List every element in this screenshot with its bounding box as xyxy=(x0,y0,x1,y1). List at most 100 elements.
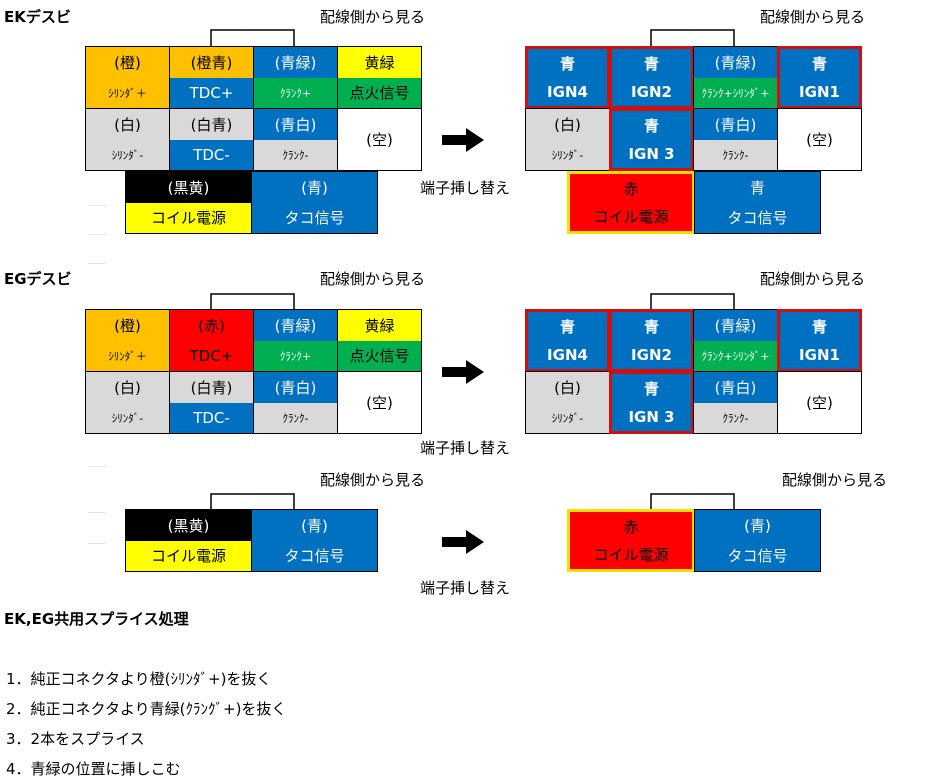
view-label: 配線側から見る xyxy=(320,471,426,489)
pin-color-label: 赤 xyxy=(570,512,692,541)
pin-function-label: TDC+ xyxy=(170,340,253,371)
pin-color-label: (青白) xyxy=(694,372,777,403)
connector-pin: (橙)ｼﾘﾝﾀﾞ＋ xyxy=(85,309,170,372)
view-label: 配線側から見る xyxy=(760,270,866,288)
connector-pin: (青白)ｸﾗﾝｸ- xyxy=(693,371,778,434)
pin-function-label: ｸﾗﾝｸ- xyxy=(254,139,337,170)
connector-pin: 青タコ信号 xyxy=(694,171,821,234)
connector-pin: (青緑)ｸﾗﾝｸ+ xyxy=(253,309,338,372)
pin-function-label: ｼﾘﾝﾀﾞ- xyxy=(86,402,169,433)
pin-color-label: (白青) xyxy=(170,372,253,403)
pin-color-label: 青 xyxy=(612,49,691,78)
pin-color-label: (青白) xyxy=(254,372,337,403)
pin-function-label: IGN4 xyxy=(528,77,607,106)
pin-function-label: TDC+ xyxy=(170,77,253,108)
pin-color-label: (青緑) xyxy=(254,310,337,341)
pin-color-label: 赤 xyxy=(570,174,692,203)
pin-color-label: (空) xyxy=(338,372,421,433)
pin-function-label: ｸﾗﾝｸ+ xyxy=(254,340,337,371)
pin-color-label: (白) xyxy=(526,109,609,140)
pin-function-label: コイル電源 xyxy=(570,202,692,231)
pin-color-label: (青) xyxy=(695,510,820,541)
pin-color-label: (空) xyxy=(338,109,421,170)
pin-color-label: (空) xyxy=(778,372,861,433)
connector-pin: (空) xyxy=(777,108,862,171)
pin-color-label: (橙) xyxy=(86,47,169,78)
connector-pin: (赤)TDC+ xyxy=(169,309,254,372)
connector-pin: (青緑)ｸﾗﾝｸ+ xyxy=(253,46,338,109)
pin-function-label: ｼﾘﾝﾀﾞ＋ xyxy=(86,340,169,371)
pin-color-label: 黄緑 xyxy=(338,47,421,78)
connector-pin: (青)タコ信号 xyxy=(251,509,378,572)
pin-function-label: TDC- xyxy=(170,402,253,433)
pin-function-label: タコ信号 xyxy=(695,202,820,233)
pin-color-label: (青) xyxy=(252,510,377,541)
pin-function-label: IGN 3 xyxy=(612,402,691,431)
pin-function-label: ｸﾗﾝｸ- xyxy=(254,402,337,433)
pin-color-label: (白) xyxy=(86,109,169,140)
pin-function-label: タコ信号 xyxy=(252,202,377,233)
arrow-right-icon xyxy=(442,530,484,554)
swap-label: 端子挿し替え xyxy=(420,439,511,457)
pin-color-label: (白青) xyxy=(170,109,253,140)
pin-color-label: (空) xyxy=(778,109,861,170)
pin-color-label: (赤) xyxy=(170,310,253,341)
connector-pin: (白)ｼﾘﾝﾀﾞ- xyxy=(85,108,170,171)
connector-pin: (白青)TDC- xyxy=(169,108,254,171)
pin-function-label: IGN1 xyxy=(780,340,859,369)
pin-function-label: IGN2 xyxy=(612,340,691,369)
pin-color-label: 青 xyxy=(780,312,859,341)
pin-function-label: コイル電源 xyxy=(126,202,251,233)
pin-function-label: ｸﾗﾝｸ- xyxy=(694,402,777,433)
connector-pin: (白)ｼﾘﾝﾀﾞ- xyxy=(525,371,610,434)
connector-pin: (黒黄)コイル電源 xyxy=(125,171,252,234)
pin-color-label: (青緑) xyxy=(694,310,777,341)
pin-color-label: 青 xyxy=(612,312,691,341)
connector-pin: (白青)TDC- xyxy=(169,371,254,434)
pin-function-label: ｸﾗﾝｸ+ xyxy=(254,77,337,108)
pin-color-label: (白) xyxy=(86,372,169,403)
pin-function-label: 点火信号 xyxy=(338,340,421,371)
step-item: 2．純正コネクタより青緑(ｸﾗﾝｸﾞ+)を抜く xyxy=(6,700,287,718)
pin-color-label: (橙青) xyxy=(170,47,253,78)
view-label: 配線側から見る xyxy=(320,270,426,288)
splice-title: EK,EG共用スプライス処理 xyxy=(4,610,189,628)
pin-function-label: ｼﾘﾝﾀﾞ- xyxy=(86,139,169,170)
connector-pin: (青)タコ信号 xyxy=(694,509,821,572)
pin-color-label: 青 xyxy=(612,111,691,140)
pin-color-label: (黒黄) xyxy=(126,510,251,541)
view-label: 配線側から見る xyxy=(320,8,426,26)
connector-pin: (白)ｼﾘﾝﾀﾞ- xyxy=(525,108,610,171)
view-label: 配線側から見る xyxy=(782,471,888,489)
pin-function-label: ｼﾘﾝﾀﾞ- xyxy=(526,402,609,433)
connector-pin: (橙)ｼﾘﾝﾀﾞ＋ xyxy=(85,46,170,109)
step-item: 1．純正コネクタより橙(ｼﾘﾝﾀﾞ+)を抜く xyxy=(6,670,272,688)
pin-function-label: TDC- xyxy=(170,139,253,170)
pin-function-label: ｸﾗﾝｸ+ｼﾘﾝﾀﾞ+ xyxy=(694,77,777,108)
pin-color-label: (白) xyxy=(526,372,609,403)
pin-function-label: ｼﾘﾝﾀﾞ＋ xyxy=(86,77,169,108)
eg-title: EGデスビ xyxy=(4,270,72,288)
pin-function-label: IGN1 xyxy=(780,77,859,106)
pin-function-label: タコ信号 xyxy=(252,540,377,571)
connector-pin: 黄緑点火信号 xyxy=(337,46,422,109)
pin-function-label: ｼﾘﾝﾀﾞ- xyxy=(526,139,609,170)
arrow-right-icon xyxy=(442,360,484,384)
pin-color-label: 青 xyxy=(612,374,691,403)
connector-pin: (空) xyxy=(337,108,422,171)
pin-color-label: 青 xyxy=(695,172,820,203)
pin-color-label: (青) xyxy=(252,172,377,203)
pin-function-label: コイル電源 xyxy=(570,540,692,569)
swap-label: 端子挿し替え xyxy=(420,179,511,197)
connector-pin: 黄緑点火信号 xyxy=(337,309,422,372)
pin-function-label: IGN4 xyxy=(528,340,607,369)
connector-pin: (青白)ｸﾗﾝｸ- xyxy=(253,108,338,171)
pin-function-label: ｸﾗﾝｸ+ｼﾘﾝﾀﾞ+ xyxy=(694,340,777,371)
connector-pin: 赤コイル電源 xyxy=(567,171,695,234)
